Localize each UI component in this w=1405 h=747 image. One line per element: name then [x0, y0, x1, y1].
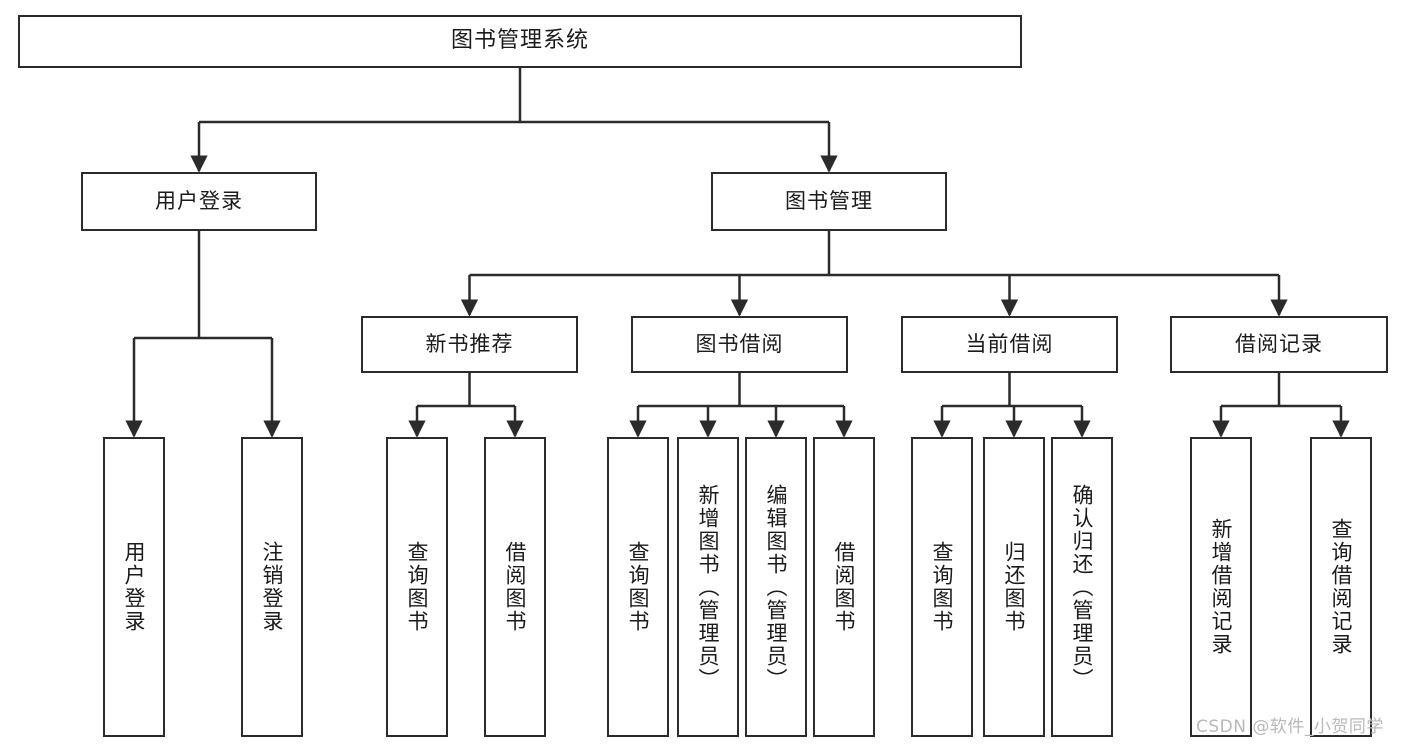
node-label: 用户登录	[155, 188, 243, 213]
node-label: 当前借阅	[965, 331, 1054, 356]
node-label: 查询图书	[405, 541, 429, 633]
node-label: 新增借阅记录	[1209, 518, 1233, 656]
node-l3a[interactable]: 新书推荐	[361, 316, 578, 373]
node-label: 用户登录	[122, 541, 146, 633]
node-l2a[interactable]: 用户登录	[81, 172, 317, 231]
node-label: 借阅图书	[503, 541, 527, 633]
node-leaf13[interactable]: 查询借阅记录	[1310, 437, 1372, 737]
node-label: 查询图书	[930, 541, 954, 633]
node-label: 新书推荐	[425, 331, 514, 356]
node-label: 归还图书	[1002, 541, 1026, 633]
csdn-watermark: CSDN @软件_小贺同学	[1196, 717, 1384, 737]
node-leaf11[interactable]: 确认归还（管理员）	[1051, 437, 1113, 737]
node-l3d[interactable]: 借阅记录	[1170, 316, 1388, 373]
connector-trunk	[199, 68, 829, 124]
node-l3b[interactable]: 图书借阅	[631, 316, 848, 373]
node-label: 图书借阅	[695, 331, 784, 356]
node-label: 图书管理	[785, 188, 873, 213]
node-leaf12[interactable]: 新增借阅记录	[1190, 437, 1252, 737]
connector-trunk	[638, 373, 844, 408]
node-label: 注销登录	[260, 541, 284, 633]
node-label: 新增图书（管理员）	[696, 483, 720, 691]
connector-trunk	[134, 231, 272, 340]
node-label: 查询借阅记录	[1329, 518, 1353, 656]
node-l3c[interactable]: 当前借阅	[901, 316, 1118, 373]
node-leaf10[interactable]: 归还图书	[983, 437, 1045, 737]
connector-trunk	[417, 373, 515, 408]
node-leaf08[interactable]: 借阅图书	[813, 437, 875, 737]
node-root[interactable]: 图书管理系统	[18, 15, 1022, 68]
node-label: 图书管理系统	[450, 28, 589, 54]
node-leaf09[interactable]: 查询图书	[911, 437, 973, 737]
node-label: 确认归还（管理员）	[1070, 483, 1094, 691]
node-leaf02[interactable]: 注销登录	[241, 437, 303, 737]
node-label: 借阅图书	[832, 541, 856, 633]
node-l2b[interactable]: 图书管理	[711, 172, 947, 231]
node-label: 借阅记录	[1235, 331, 1323, 356]
connector-trunk	[469, 231, 1279, 277]
node-leaf04[interactable]: 借阅图书	[484, 437, 546, 737]
connector-trunk	[942, 373, 1082, 408]
connector-trunk	[1221, 373, 1341, 408]
node-leaf05[interactable]: 查询图书	[607, 437, 669, 737]
node-leaf03[interactable]: 查询图书	[386, 437, 448, 737]
node-label: 查询图书	[626, 541, 650, 633]
node-leaf07[interactable]: 编辑图书（管理员）	[745, 437, 807, 737]
node-label: 编辑图书（管理员）	[764, 483, 788, 691]
node-leaf01[interactable]: 用户登录	[103, 437, 165, 737]
node-leaf06[interactable]: 新增图书（管理员）	[677, 437, 739, 737]
